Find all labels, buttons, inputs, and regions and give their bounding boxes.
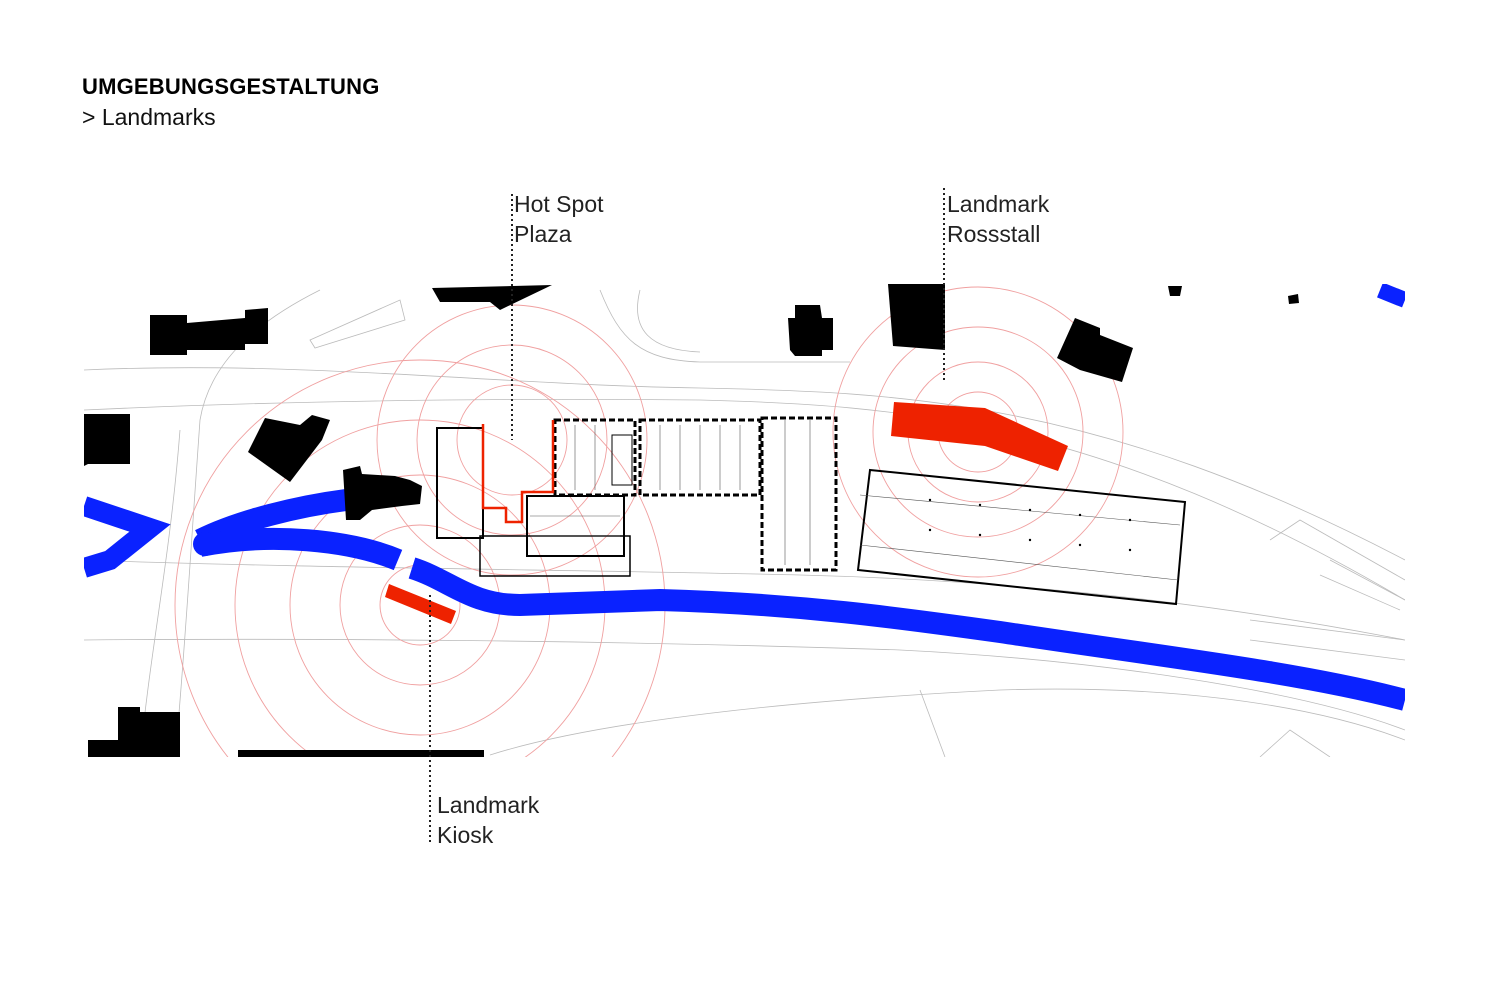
building-complex [436,416,1187,606]
hot-spot-plaza-outline [481,420,555,524]
label-landmark-rossstall: Landmark Rossstall [947,189,1049,249]
leader-lines [429,188,945,845]
label-line: Landmark [947,191,1050,217]
label-line: Hot Spot [514,191,604,217]
landmark-kiosk [385,584,456,624]
page-subtitle: > Landmarks [82,104,216,130]
influence-rings [174,286,1124,757]
label-line: Plaza [514,221,572,247]
surrounding-buildings [84,284,1299,757]
page-title: UMGEBUNGSGESTALTUNG [82,74,380,99]
label-line: Landmark [437,792,540,818]
label-line: Kiosk [437,822,494,848]
landmark-rossstall [891,402,1068,471]
label-landmark-kiosk: Landmark Kiosk [437,790,539,850]
label-hot-spot-plaza: Hot Spot Plaza [514,189,604,249]
label-line: Rossstall [947,221,1041,247]
road-lines [84,289,1405,757]
river [84,284,1405,711]
